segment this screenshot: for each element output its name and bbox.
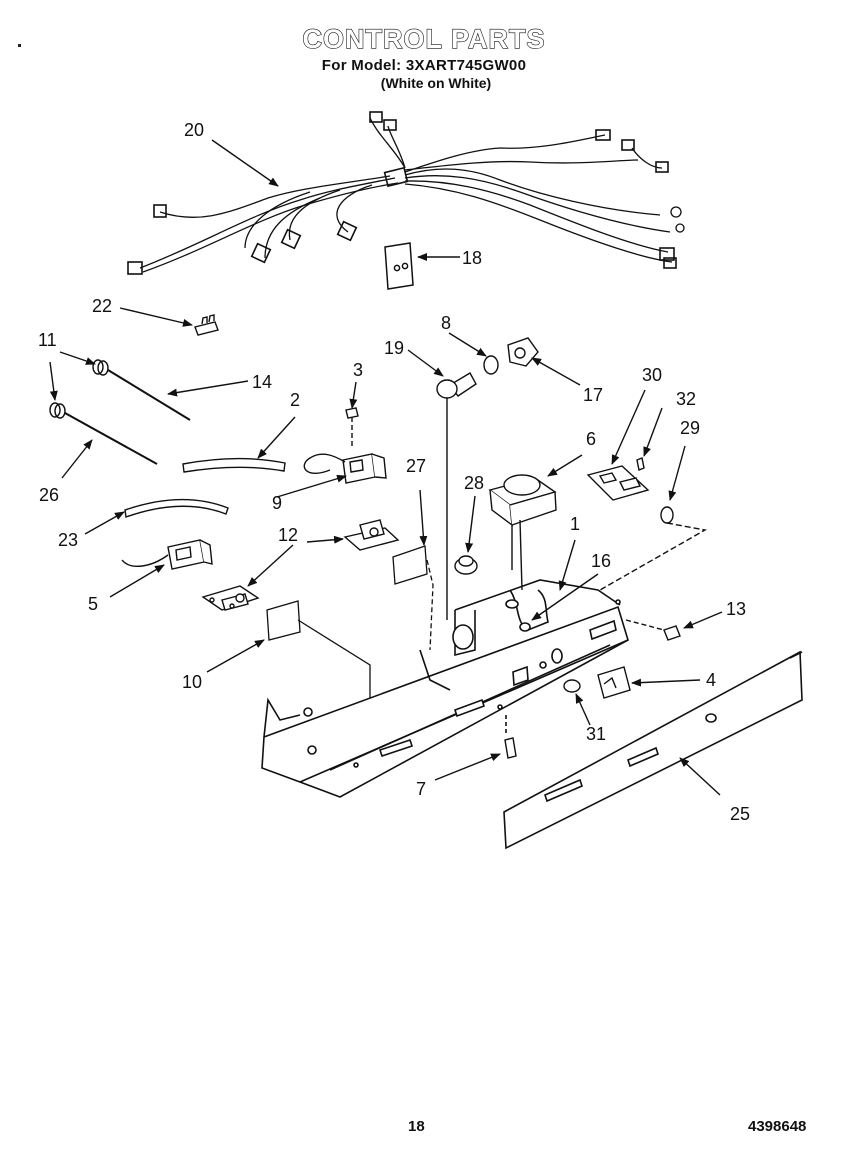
callout-3: 3	[353, 360, 363, 380]
callout-5: 5	[88, 594, 98, 614]
mounting-plate-part	[384, 242, 414, 290]
callout-9: 9	[272, 493, 282, 513]
callout-25: 25	[730, 804, 750, 824]
callout-4: 4	[706, 670, 716, 690]
control-housing-part	[261, 579, 629, 798]
sensor-rods-part	[49, 359, 191, 465]
control-board-part	[586, 457, 708, 591]
door-switch-part	[303, 407, 387, 484]
callout-labels: 20 18 22 11 14 8 19 17 3 30 32 2 29 6 27…	[38, 120, 750, 824]
wire-harness-part	[127, 111, 685, 275]
callout-26: 26	[39, 485, 59, 505]
light-socket-part	[436, 337, 539, 620]
color-line: (White on White)	[380, 75, 492, 91]
callout-23: 23	[58, 530, 78, 550]
callout-11: 11	[38, 330, 57, 350]
callout-14: 14	[252, 372, 272, 392]
callout-6: 6	[586, 429, 596, 449]
callout-19: 19	[384, 338, 404, 358]
insulation-tubes-part	[124, 457, 286, 518]
callout-27: 27	[406, 456, 426, 476]
page-number: 18	[408, 1118, 425, 1135]
callout-20: 20	[184, 120, 204, 140]
small-hardware-part	[504, 619, 681, 759]
callout-28: 28	[464, 473, 484, 493]
callout-10: 10	[182, 672, 202, 692]
callout-30: 30	[642, 365, 662, 385]
callout-31: 31	[586, 724, 606, 744]
leader-lines	[49, 139, 723, 796]
switch-assembly-part	[121, 539, 213, 570]
model-line: For Model: 3XART745GW00	[321, 57, 527, 74]
callout-7: 7	[416, 779, 426, 799]
labels-part	[266, 545, 434, 735]
control-plate-part	[201, 585, 260, 611]
page-title: CONTROL PARTS	[302, 23, 546, 54]
thermostat-bracket-part	[343, 519, 400, 551]
wire-clip-part	[194, 314, 219, 336]
callout-16: 16	[591, 551, 611, 571]
registration-dot	[18, 44, 21, 47]
callout-32: 32	[676, 389, 696, 409]
control-cover-part	[503, 650, 803, 850]
callout-1: 1	[570, 514, 580, 534]
callout-18: 18	[462, 248, 482, 268]
callout-2: 2	[290, 390, 300, 410]
callout-13: 13	[726, 599, 746, 619]
document-number: 4398648	[748, 1118, 807, 1135]
callout-12: 12	[278, 525, 298, 545]
callout-29: 29	[680, 418, 700, 438]
callout-8: 8	[441, 313, 451, 333]
defrost-timer-part	[488, 474, 557, 591]
callout-17: 17	[583, 385, 603, 405]
plug-part	[454, 555, 478, 575]
callout-22: 22	[92, 296, 112, 316]
